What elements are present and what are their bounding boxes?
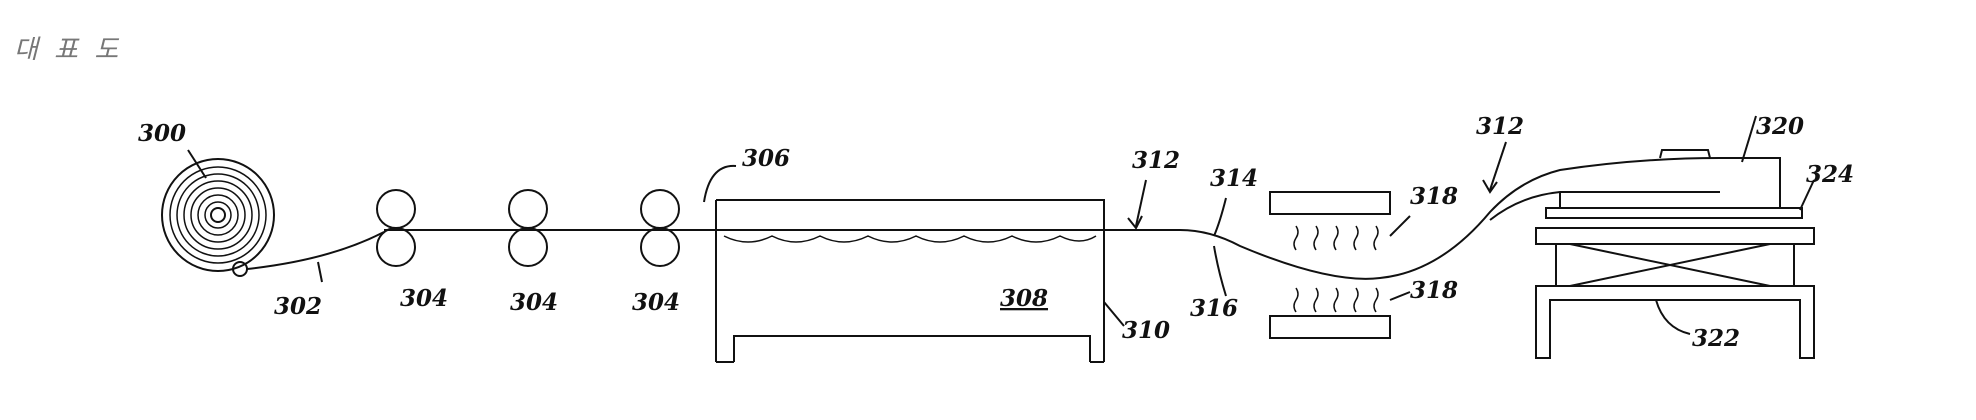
- leader-fiber: [318, 262, 322, 282]
- heater-lower: [1270, 288, 1390, 338]
- leader-tool: [1742, 116, 1756, 162]
- leader-heater-lower: [1390, 292, 1410, 300]
- leader-bath-tank: [1104, 302, 1124, 326]
- label-plate: 324: [1806, 161, 1854, 188]
- label-table: 322: [1692, 325, 1740, 352]
- label-bath-entry: 306: [742, 145, 790, 172]
- tape-path-under: [1490, 192, 1720, 220]
- arrowhead-tape-left: [1128, 216, 1142, 228]
- label-bath-liquid: 308: [1000, 285, 1048, 312]
- label-heater-lower: 318: [1410, 277, 1458, 304]
- leader-tape-right: [1490, 142, 1506, 190]
- label-roller-c: 304: [632, 289, 680, 316]
- label-roller-b: 304: [510, 289, 558, 316]
- label-tape-lower: 316: [1190, 295, 1238, 322]
- label-tape-right: 312: [1476, 113, 1524, 140]
- label-fiber: 302: [274, 293, 322, 320]
- bath-tank: [716, 200, 1104, 362]
- leader-spool: [188, 150, 206, 178]
- roller-pair-c: [641, 190, 679, 266]
- leader-bath-entry: [704, 166, 736, 202]
- label-tape-left: 312: [1132, 147, 1180, 174]
- leader-tape-lower: [1214, 246, 1226, 296]
- label-heater-upper: 318: [1410, 183, 1458, 210]
- label-tool: 320: [1756, 113, 1804, 140]
- leader-heater-upper: [1390, 216, 1410, 236]
- forming-tool: [1546, 150, 1802, 218]
- bath-liquid-surface: [724, 236, 1096, 242]
- label-spool: 300: [138, 120, 186, 147]
- label-roller-a: 304: [400, 285, 448, 312]
- arrowhead-tape-right: [1483, 180, 1497, 192]
- label-bath-tank: 310: [1122, 317, 1170, 344]
- leader-table: [1656, 300, 1690, 334]
- leader-tape-upper: [1214, 198, 1226, 236]
- heater-upper: [1270, 192, 1390, 250]
- support-table: [1536, 228, 1814, 358]
- roller-pair-a: [377, 190, 415, 266]
- label-tape-upper: 314: [1210, 165, 1258, 192]
- roller-pair-b: [509, 190, 547, 266]
- spool: [162, 159, 274, 276]
- fiber-lead: [247, 232, 384, 269]
- figure-title: 대 표 도: [14, 35, 122, 65]
